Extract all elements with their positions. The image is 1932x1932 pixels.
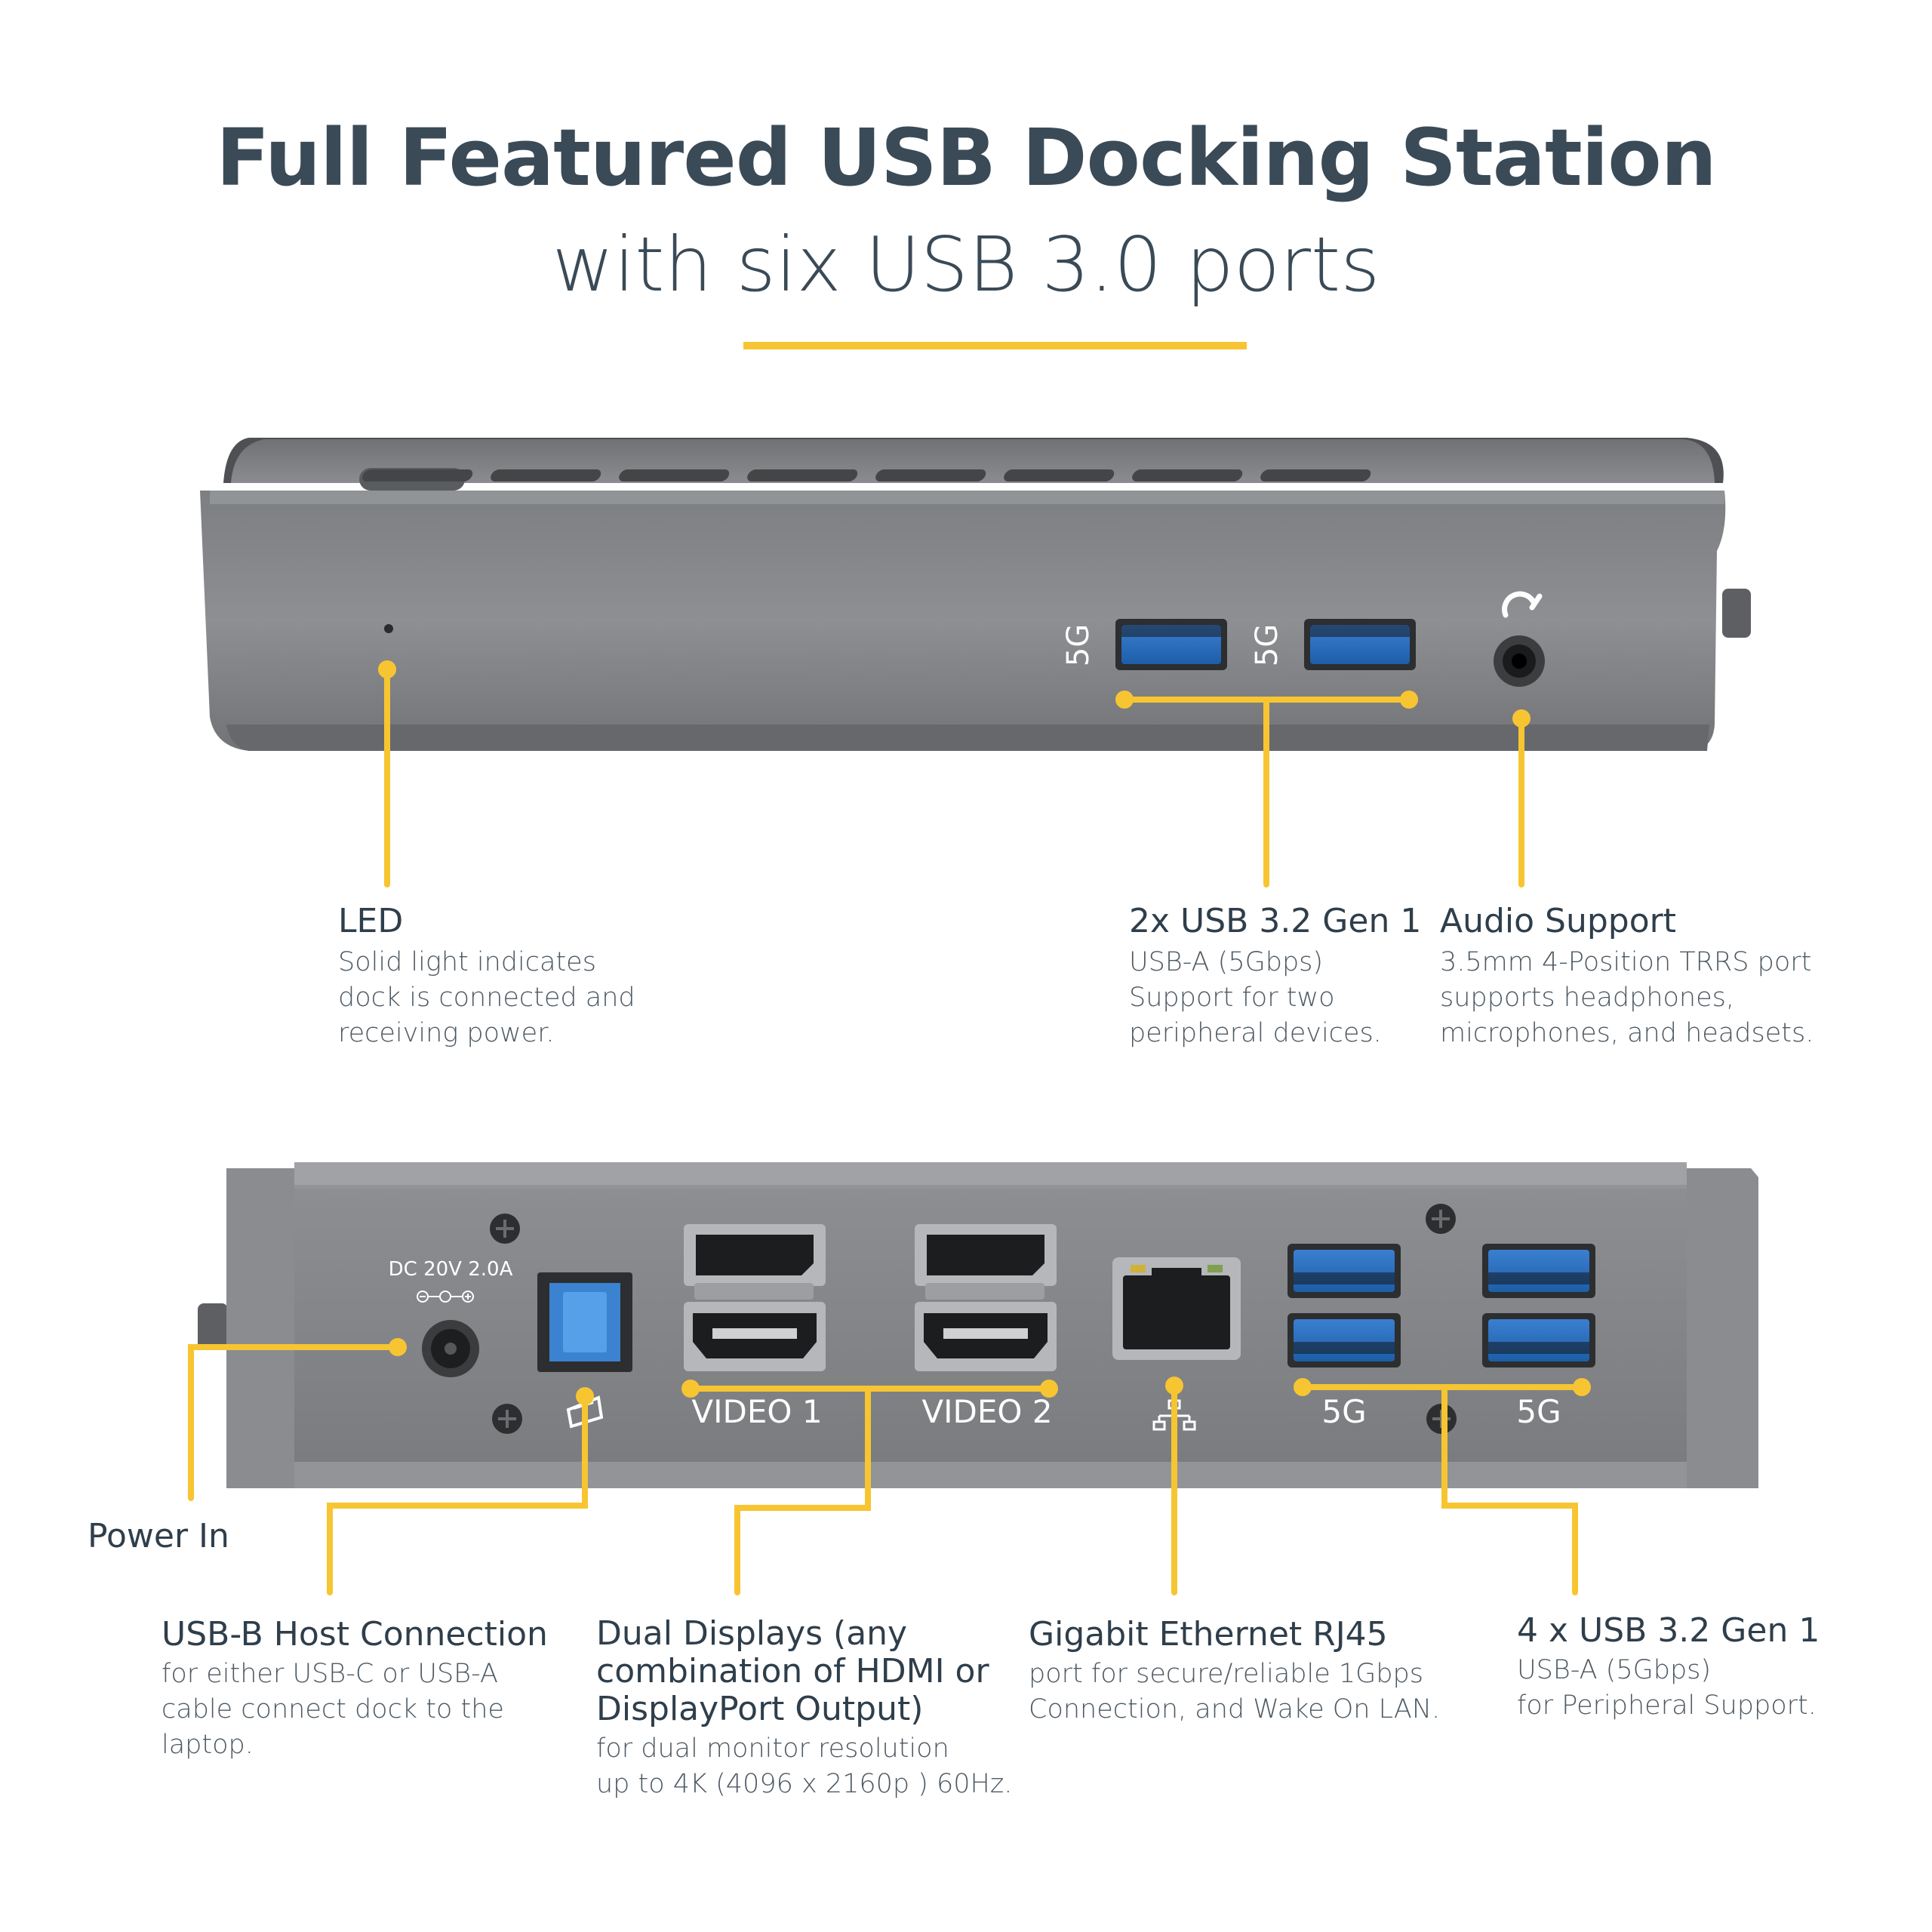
- leader-lines: [188, 669, 1585, 1595]
- rear-usb-group-1-label: 5G: [1321, 1393, 1366, 1430]
- callout-audio-line: microphones, and headsets.: [1440, 1018, 1814, 1048]
- power-rating-label: DC 20V 2.0A: [389, 1258, 513, 1281]
- headset-icon: [1502, 591, 1543, 618]
- leader-dots: [378, 660, 1591, 1405]
- callout-displays-line: for dual monitor resolution: [596, 1734, 949, 1764]
- callout-usb-b-line: for either USB-C or USB-A: [162, 1659, 498, 1689]
- callout-usb-b: USB-B Host Connection for either USB-C o…: [162, 1615, 548, 1763]
- callout-displays-line: up to 4K (4096 x 2160p ) 60Hz.: [596, 1769, 1013, 1799]
- callout-led: LED Solid light indicates dock is connec…: [338, 902, 635, 1051]
- callout-rear-usb-line: for Peripheral Support.: [1517, 1690, 1817, 1721]
- callout-led-line: Solid light indicates: [338, 947, 596, 977]
- callout-usb-b-line: cable connect dock to the: [162, 1694, 504, 1724]
- polarity-icon: [417, 1291, 474, 1303]
- callout-front-usb-title: 2x USB 3.2 Gen 1: [1129, 902, 1422, 940]
- page-subtitle: with six USB 3.0 ports: [552, 220, 1380, 309]
- callout-led-line: receiving power.: [338, 1018, 555, 1048]
- page-title: Full Featured USB Docking Station: [216, 112, 1717, 204]
- callout-ethernet-line: port for secure/reliable 1Gbps: [1029, 1659, 1423, 1689]
- rear-usb-port-3[interactable]: [1482, 1244, 1595, 1298]
- rear-usb-port-2[interactable]: [1287, 1313, 1401, 1367]
- front-view: 5G 5G: [200, 438, 1751, 751]
- rear-usb-port-1[interactable]: [1287, 1244, 1401, 1298]
- front-port-label-2: 5G: [1250, 624, 1284, 666]
- callout-power-in-title: Power In: [88, 1517, 229, 1555]
- callout-ethernet-line: Connection, and Wake On LAN.: [1029, 1694, 1441, 1724]
- front-usb-port-2[interactable]: [1304, 619, 1416, 670]
- callout-audio-title: Audio Support: [1440, 902, 1676, 940]
- callout-front-usb-line: peripheral devices.: [1129, 1018, 1382, 1048]
- callout-ethernet: Gigabit Ethernet RJ45 port for secure/re…: [1029, 1615, 1440, 1727]
- callout-displays: Dual Displays (any combination of HDMI o…: [596, 1615, 1012, 1802]
- callout-rear-usb: 4 x USB 3.2 Gen 1 USB-A (5Gbps) for Peri…: [1517, 1611, 1820, 1724]
- callout-displays-title: Dual Displays (any combination of HDMI o…: [596, 1615, 1012, 1728]
- callout-displays-title-line: DisplayPort Output): [596, 1690, 924, 1728]
- led-indicator: [384, 624, 393, 633]
- ethernet-port[interactable]: [1112, 1257, 1241, 1360]
- callout-displays-title-line: combination of HDMI or: [596, 1652, 989, 1690]
- screw-icon: [490, 1204, 1457, 1434]
- callout-led-line: dock is connected and: [338, 983, 635, 1013]
- front-usb-port-1[interactable]: [1115, 619, 1227, 670]
- callout-front-usb-line: Support for two: [1129, 983, 1335, 1013]
- callout-audio: Audio Support 3.5mm 4-Position TRRS port…: [1440, 902, 1814, 1051]
- audio-jack[interactable]: [1494, 635, 1545, 687]
- rear-view: DC 20V 2.0A: [198, 1162, 1758, 1488]
- callout-usb-b-title: USB-B Host Connection: [162, 1615, 548, 1654]
- video-1-displayport[interactable]: [684, 1224, 826, 1286]
- callout-audio-line: supports headphones,: [1440, 983, 1735, 1013]
- callout-displays-title-line: Dual Displays (any: [596, 1614, 908, 1653]
- callout-led-title: LED: [338, 902, 404, 940]
- video-1-hdmi[interactable]: [684, 1302, 826, 1371]
- callout-audio-line: 3.5mm 4-Position TRRS port: [1440, 947, 1812, 977]
- front-port-label-1: 5G: [1061, 624, 1096, 666]
- callout-front-usb-line: USB-A (5Gbps): [1129, 947, 1324, 977]
- video-2-hdmi[interactable]: [915, 1302, 1057, 1371]
- callout-usb-b-line: laptop.: [162, 1730, 254, 1760]
- callout-ethernet-title: Gigabit Ethernet RJ45: [1029, 1615, 1388, 1654]
- video-2-label: VIDEO 2: [921, 1393, 1052, 1430]
- usb-b-port[interactable]: [537, 1272, 632, 1372]
- dc-power-jack[interactable]: [422, 1320, 479, 1377]
- rear-usb-port-4[interactable]: [1482, 1313, 1595, 1367]
- callout-front-usb: 2x USB 3.2 Gen 1 USB-A (5Gbps) Support f…: [1129, 902, 1421, 1051]
- title-underline: [743, 342, 1247, 349]
- rear-usb-group-2-label: 5G: [1516, 1393, 1561, 1430]
- callout-rear-usb-title: 4 x USB 3.2 Gen 1: [1517, 1611, 1820, 1650]
- callout-rear-usb-line: USB-A (5Gbps): [1517, 1655, 1712, 1685]
- video-1-label: VIDEO 1: [691, 1393, 822, 1430]
- video-2-displayport[interactable]: [915, 1224, 1057, 1286]
